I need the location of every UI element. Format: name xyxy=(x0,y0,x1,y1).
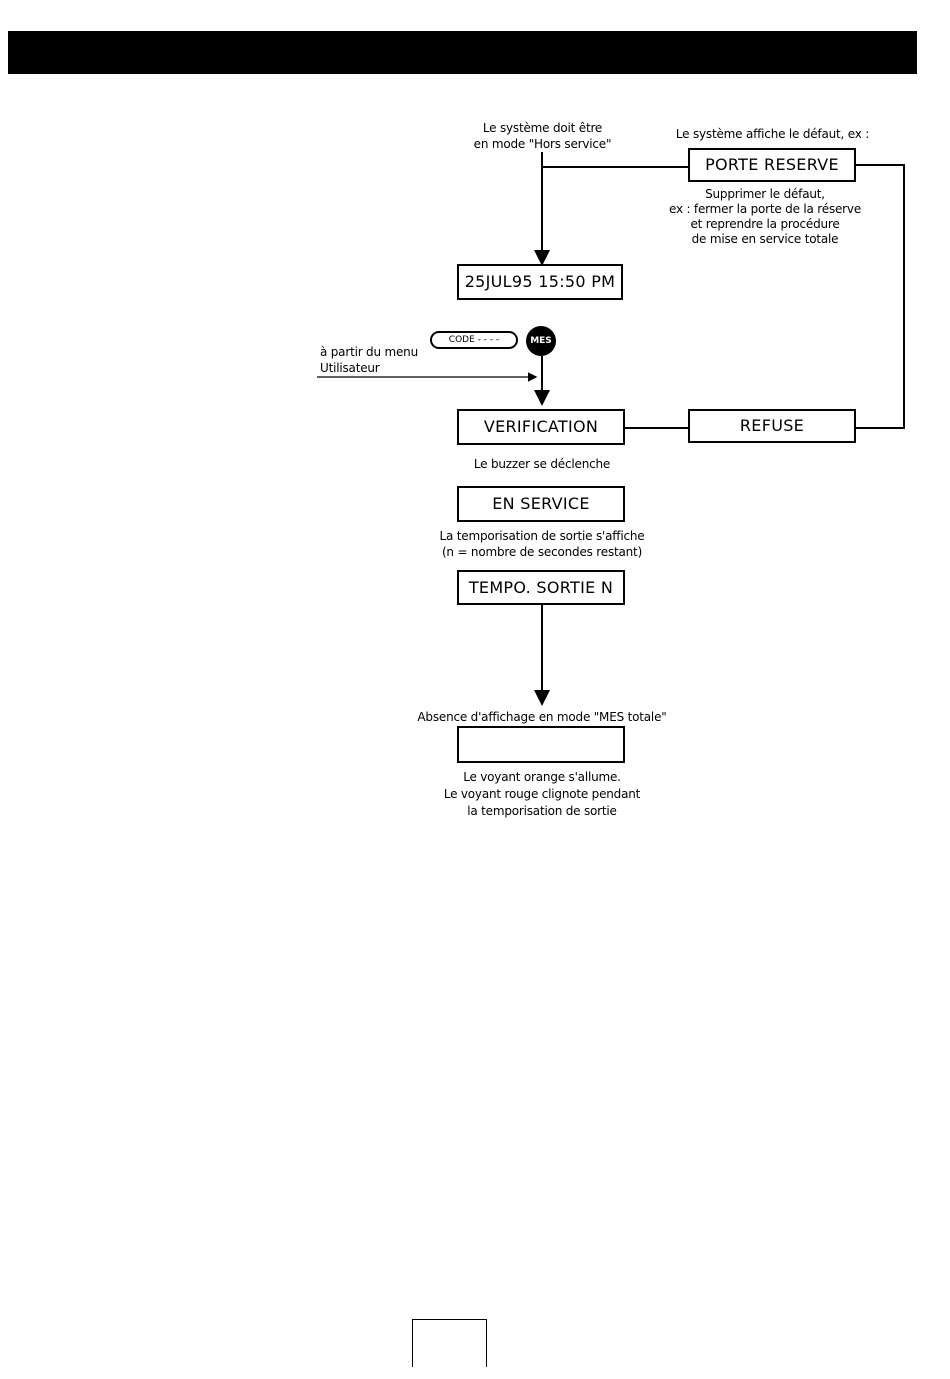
from-menu-line-1: à partir du menu xyxy=(320,345,418,359)
clock-display: 25JUL95 15:50 PM xyxy=(457,264,623,300)
refused-display-text: REFUSE xyxy=(739,416,805,435)
code-key[interactable]: CODE - - - - xyxy=(430,331,518,349)
led-note-line-2: Le voyant rouge clignote pendant xyxy=(443,787,641,801)
verification-display: VERIFICATION xyxy=(457,409,625,445)
fault-display-text: PORTE RESERVE xyxy=(705,155,839,174)
fault-note: Le système affiche le défaut, ex : xyxy=(675,127,870,141)
exit-delay-note: La temporisation de sortie s'affiche (n … xyxy=(415,528,669,560)
blank-note: Absence d'affichage en mode "MES totale" xyxy=(417,710,667,724)
mes-key-button[interactable]: MES xyxy=(526,326,556,356)
refused-display: REFUSE xyxy=(688,409,856,443)
header-bar xyxy=(8,31,917,74)
fault-display: PORTE RESERVE xyxy=(688,148,856,182)
service-display: EN SERVICE xyxy=(457,486,625,522)
verification-display-text: VERIFICATION xyxy=(483,417,599,436)
fault-fix-line-3: et reprendre la procédure xyxy=(690,217,840,231)
led-note: Le voyant orange s'allume. Le voyant rou… xyxy=(425,769,659,820)
mode-note-line-1: Le système doit être xyxy=(482,121,603,135)
service-display-text: EN SERVICE xyxy=(492,494,590,513)
buzzer-note: Le buzzer se déclenche xyxy=(473,457,611,471)
exit-delay-display-text: TEMPO. SORTIE N xyxy=(468,578,614,597)
clock-display-text: 25JUL95 15:50 PM xyxy=(464,272,616,291)
mode-note-line-2: en mode "Hors service" xyxy=(473,137,612,151)
exit-delay-line-2: (n = nombre de secondes restant) xyxy=(441,545,643,559)
exit-delay-display: TEMPO. SORTIE N xyxy=(457,570,625,605)
fault-fix-note: Supprimer le défaut, ex : fermer la port… xyxy=(640,187,890,247)
led-note-line-1: Le voyant orange s'allume. xyxy=(463,770,621,784)
page-number-box xyxy=(412,1319,487,1367)
fault-fix-line-1: Supprimer le défaut, xyxy=(705,187,825,201)
fault-fix-line-4: de mise en service totale xyxy=(691,232,839,246)
blank-display xyxy=(457,726,625,763)
exit-delay-line-1: La temporisation de sortie s'affiche xyxy=(439,529,645,543)
fault-fix-line-2: ex : fermer la porte de la réserve xyxy=(668,202,861,216)
from-menu-note: à partir du menu Utilisateur xyxy=(320,344,418,376)
mode-note: Le système doit être en mode "Hors servi… xyxy=(460,120,625,152)
from-menu-line-2: Utilisateur xyxy=(320,361,380,375)
led-note-line-3: la temporisation de sortie xyxy=(467,804,617,818)
